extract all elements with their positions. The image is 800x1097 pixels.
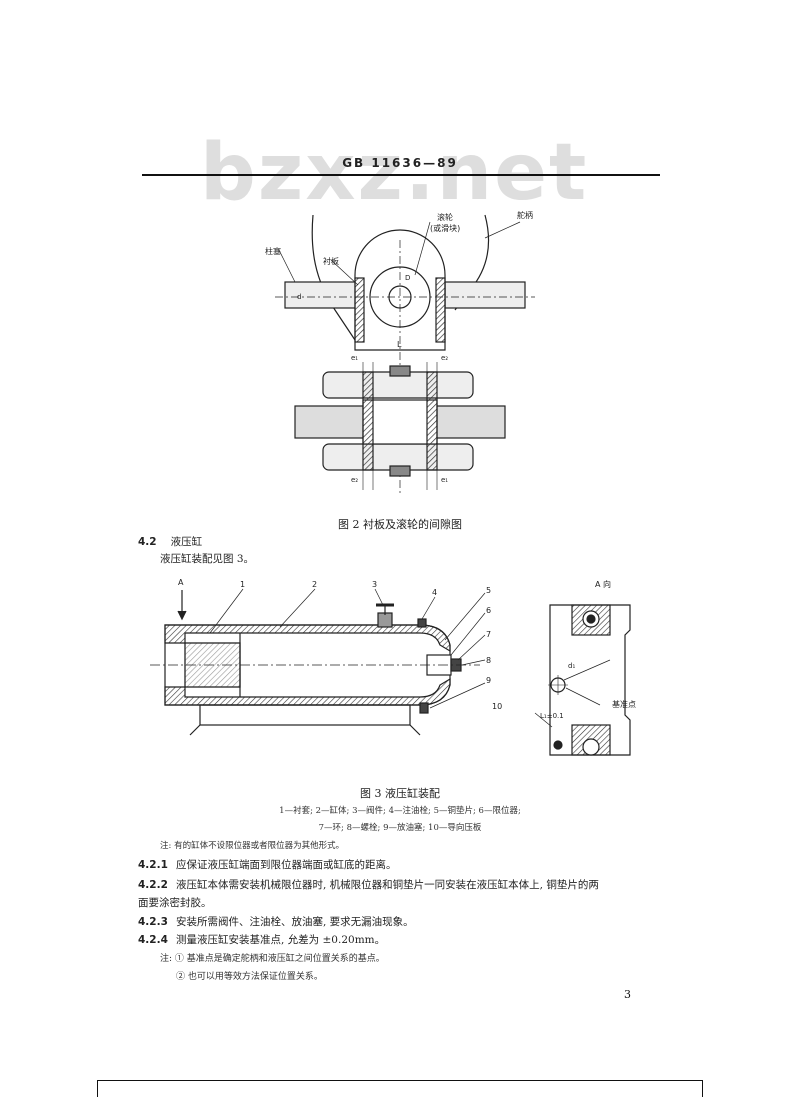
clause-4-2-3: 4.2.3 安装所需阀件、注油栓、放油塞, 要求无漏油现象。 [138,914,414,929]
label-roller: 滚轮 [437,212,453,222]
watermark: bzxz.net [200,128,589,218]
clause-4-2-2: 4.2.2 液压缸本体需安装机械限位器时, 机械限位器和铜垫片一同安装在液压缸本体… [138,877,599,892]
figure-3-caption: 图 3 液压缸装配 [360,787,440,800]
clause-4-2-2-continued: 面要涂密封胶。 [138,895,212,910]
standard-code: GB 11636—89 [342,156,458,170]
note-line-1: 注: ① 基准点是确定舵柄和液压缸之间位置关系的基点。 [160,954,385,964]
label-tiller: 舵柄 [517,210,533,220]
callout-2: 2 [312,580,317,589]
clause-text: 面要涂密封胶。 [138,897,212,909]
note-line-2: ② 也可以用等效方法保证位置关系。 [176,972,323,982]
callout-3: 3 [372,580,377,589]
next-page-border [97,1080,703,1097]
label-d: d [297,293,301,301]
label-tolerance: L₁±0.1 [540,712,564,720]
section-number: 4.2 [138,536,157,548]
callout-4: 4 [432,588,437,597]
section-title: 液压缸 [170,536,203,548]
clause-number: 4.2.4 [138,934,168,946]
label-L: L [397,340,402,349]
figure-3-note: 注: 有的缸体不设限位器或者限位器为其他形式。 [160,841,345,851]
base-plate [199,704,411,726]
clause-4-2-4: 4.2.4 测量液压缸安装基准点, 允差为 ±0.20mm。 [138,932,385,947]
label-e2-top: e₂ [441,354,448,362]
label-e1-top: e₁ [351,354,358,362]
block-plan [362,399,438,445]
clause-text: 应保证液压缸端面到限位器端面或缸底的距离。 [176,859,397,871]
label-roller-alt: (或滑块) [430,223,460,233]
fig3-arrow-a: A [178,578,184,587]
tiller-left-arm [311,214,356,341]
figure-2-drawing: 滚轮 (或滑块) 舵柄 柱塞 衬板 d D L e₁ e₂ e₂ e₁ [265,210,535,495]
label-d1: d₁ [568,662,575,670]
fig3-view-a: A 向 [595,579,611,589]
label-e1-bottom: e₁ [441,476,448,484]
figure-3-parts-line-1: 1—衬套; 2—缸体; 3—阀件; 4—注油栓; 5—铜垫片; 6—限位器; [279,806,521,816]
callout-8: 8 [486,656,491,665]
liner-right [435,277,446,343]
liner-left [354,277,365,343]
clause-4-2-1: 4.2.1 应保证液压缸端面到限位器端面或缸底的距离。 [138,857,397,872]
figure-3-parts-line-2: 7—环; 8—螺栓; 9—放油塞; 10—导向压板 [318,823,482,833]
header-rule [142,174,660,176]
callout-9: 9 [486,676,491,685]
label-datum: 基准点 [612,699,636,709]
figure-2-caption: 图 2 衬板及滚轮的间隙图 [338,518,462,531]
clause-text: 测量液压缸安装基准点, 允差为 ±0.20mm。 [176,934,386,946]
section-4-2-heading: 4.2 液压缸 [138,534,202,549]
callout-6: 6 [486,606,491,615]
figure-3-drawing: A A 向 1 2 3 4 5 6 7 8 9 10 基准点 L₁±0.1 d₁ [150,578,636,756]
callout-10: 10 [492,702,502,711]
label-e2-bottom: e₂ [351,476,358,484]
clause-number: 4.2.1 [138,859,168,871]
callout-1: 1 [240,580,245,589]
page-number: 3 [624,988,631,1001]
section-4-2-intro: 液压缸装配见图 3。 [160,553,255,565]
clause-number: 4.2.3 [138,916,168,928]
label-liner: 衬板 [323,256,339,266]
clause-text: 液压缸本体需安装机械限位器时, 机械限位器和铜垫片一同安装在液压缸本体上, 铜垫… [176,879,599,891]
clause-number: 4.2.2 [138,879,168,891]
clause-text: 安装所需阀件、注油栓、放油塞, 要求无漏油现象。 [176,916,414,928]
piston-rod-left [284,281,366,309]
callout-5: 5 [486,586,491,595]
label-piston-rod: 柱塞 [265,246,281,256]
label-D: D [405,274,410,282]
callout-7: 7 [486,630,491,639]
piston-rod-right [444,281,526,309]
